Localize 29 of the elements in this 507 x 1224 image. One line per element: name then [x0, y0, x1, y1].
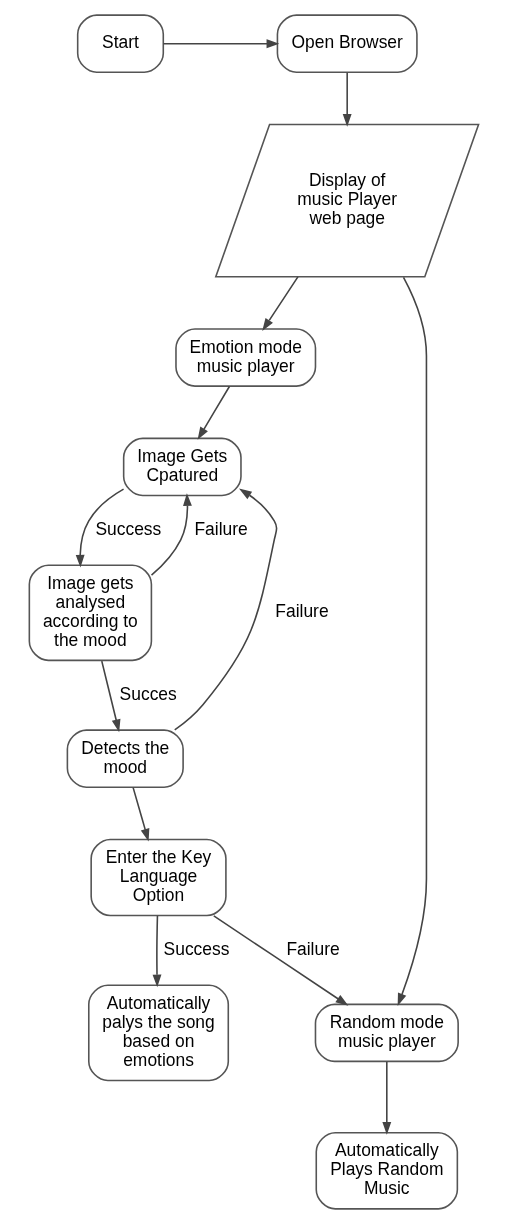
edge-label: Failure — [274, 601, 329, 622]
arrow — [342, 71, 352, 127]
node-box: Detects the mood — [66, 729, 184, 788]
arrow — [152, 914, 161, 988]
arrow — [75, 488, 124, 568]
edge-label: Succes — [119, 683, 177, 704]
node-box: Random mode music player — [314, 1003, 459, 1063]
edge-label: Success — [163, 938, 229, 959]
edge-label: Failure — [193, 518, 248, 539]
arrow — [261, 276, 299, 331]
edge-label: Success — [94, 518, 161, 539]
arrow — [197, 385, 230, 440]
arrow — [397, 276, 427, 1007]
node-box: Emotion mode music player — [174, 328, 316, 387]
arrow — [381, 1060, 391, 1135]
arrow — [173, 488, 277, 731]
arrow — [162, 39, 279, 49]
node-box: Open Browser — [276, 14, 418, 74]
edge-label: Failure — [285, 938, 340, 959]
arrow — [131, 786, 149, 842]
node-box: Start — [76, 14, 164, 74]
node-box: Automatically palys the song based on emotions — [87, 984, 229, 1082]
node-box: Image gets analysed according to the mood — [28, 564, 152, 662]
arrow — [212, 915, 348, 1006]
node-box: Image Gets Cpatured — [122, 437, 242, 497]
arrow — [150, 493, 192, 576]
node-box: Enter the Key Language Option — [89, 838, 227, 917]
arrow — [100, 660, 120, 733]
node-box: Automatically Plays Random Music — [314, 1131, 458, 1210]
